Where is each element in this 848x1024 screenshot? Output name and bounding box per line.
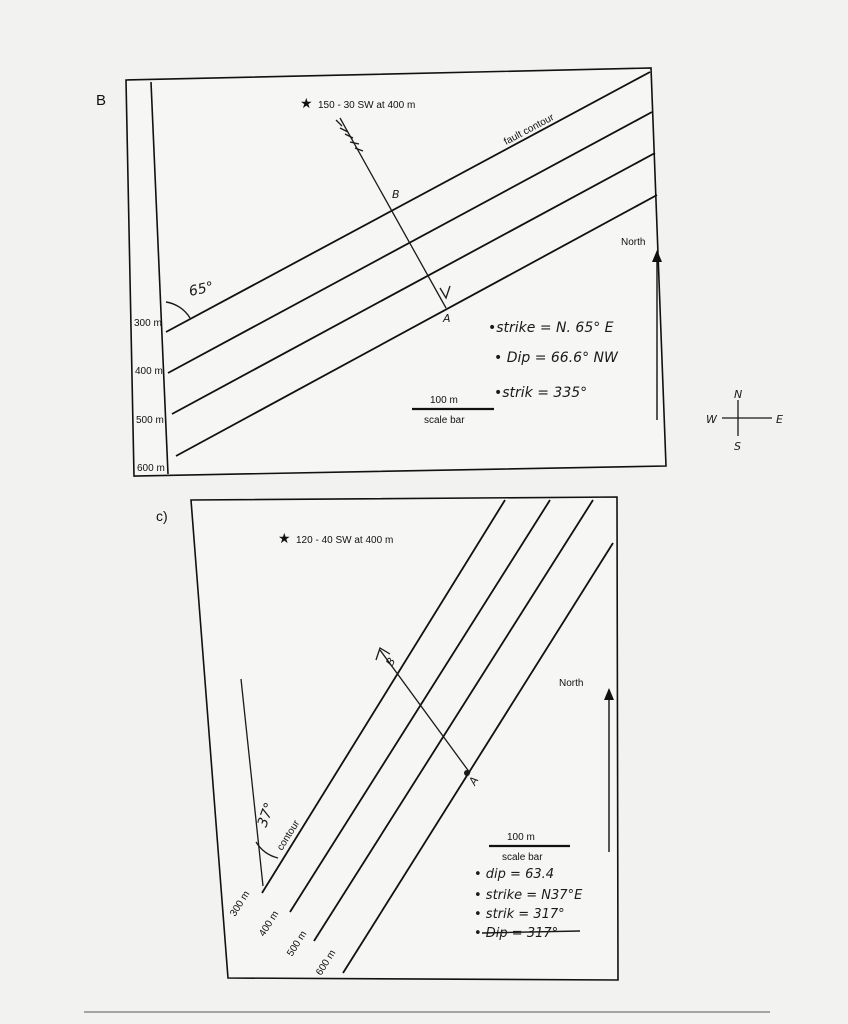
upper-note-strike: •strike = N. 65° E	[488, 320, 614, 336]
upper-contour-500	[171, 152, 656, 415]
upper-contour-label: 400 m	[135, 366, 163, 377]
lower-contour-500	[313, 499, 594, 942]
lower-panel-label: c)	[156, 508, 168, 524]
star-icon: ★	[300, 95, 313, 111]
upper-point-b: B	[392, 188, 400, 201]
lower-contour-300	[261, 499, 506, 894]
compass-rose: N S E W	[706, 388, 783, 453]
upper-scribble-marks	[335, 119, 364, 152]
upper-map: B fault contour 300 m 400 m 500 m 600 m …	[96, 67, 667, 477]
upper-arrowhead-icon	[439, 285, 451, 300]
upper-point-a: A	[442, 312, 451, 325]
lower-reference-line	[240, 678, 264, 887]
lower-map: c) ★ 120 - 40 SW at 400 m contour 300 m …	[156, 496, 619, 981]
star-icon: ★	[278, 530, 291, 546]
compass-n: N	[734, 388, 742, 401]
lower-angle-label: 37°	[255, 801, 279, 830]
compass-e: E	[776, 413, 783, 426]
upper-panel-label: B	[96, 92, 106, 109]
lower-contour-400	[289, 499, 551, 913]
lower-north-label: North	[559, 678, 583, 689]
lower-contour-600	[342, 542, 614, 974]
lower-scale-bar-caption: scale bar	[502, 852, 543, 863]
lower-arrowhead-icon	[375, 647, 391, 661]
lower-north-arrow-icon	[604, 688, 614, 700]
upper-note-dip: • Dip = 66.6° NW	[494, 350, 619, 366]
upper-north-label: North	[621, 237, 645, 248]
upper-contour-label: 300 m	[134, 318, 162, 329]
lower-note-dip-crossed: • Dip = 317°	[474, 926, 558, 941]
lower-star-caption: 120 - 40 SW at 400 m	[296, 535, 393, 546]
upper-reference-line	[150, 81, 169, 475]
upper-contour-label: 500 m	[136, 415, 164, 426]
upper-note-strik: •strik = 335°	[494, 385, 587, 401]
lower-note-strike: • strike = N37°E	[474, 888, 583, 903]
upper-contour-600	[175, 194, 658, 457]
strikethrough-mark	[481, 930, 581, 934]
upper-contour-300	[165, 71, 651, 333]
lower-map-frame	[190, 496, 619, 981]
compass-s: S	[734, 440, 741, 453]
upper-star-caption: 150 - 30 SW at 400 m	[318, 100, 415, 111]
upper-angle-arc	[165, 301, 191, 319]
upper-angle-label: 65°	[188, 279, 216, 300]
upper-scale-bar-caption: scale bar	[424, 415, 465, 426]
lower-dip-line	[379, 649, 471, 774]
compass-w: W	[706, 413, 718, 426]
upper-contour-label: 600 m	[137, 463, 165, 474]
upper-map-frame	[125, 67, 667, 477]
lower-point-a-marker	[464, 770, 470, 776]
upper-north-arrow-icon	[652, 250, 662, 262]
lower-note-strik: • strik = 317°	[474, 907, 565, 922]
lower-scale-bar-value: 100 m	[507, 832, 535, 843]
lower-note-dip: • dip = 63.4	[474, 867, 554, 882]
upper-scale-bar-value: 100 m	[430, 395, 458, 406]
lower-angle-arc	[255, 841, 279, 859]
